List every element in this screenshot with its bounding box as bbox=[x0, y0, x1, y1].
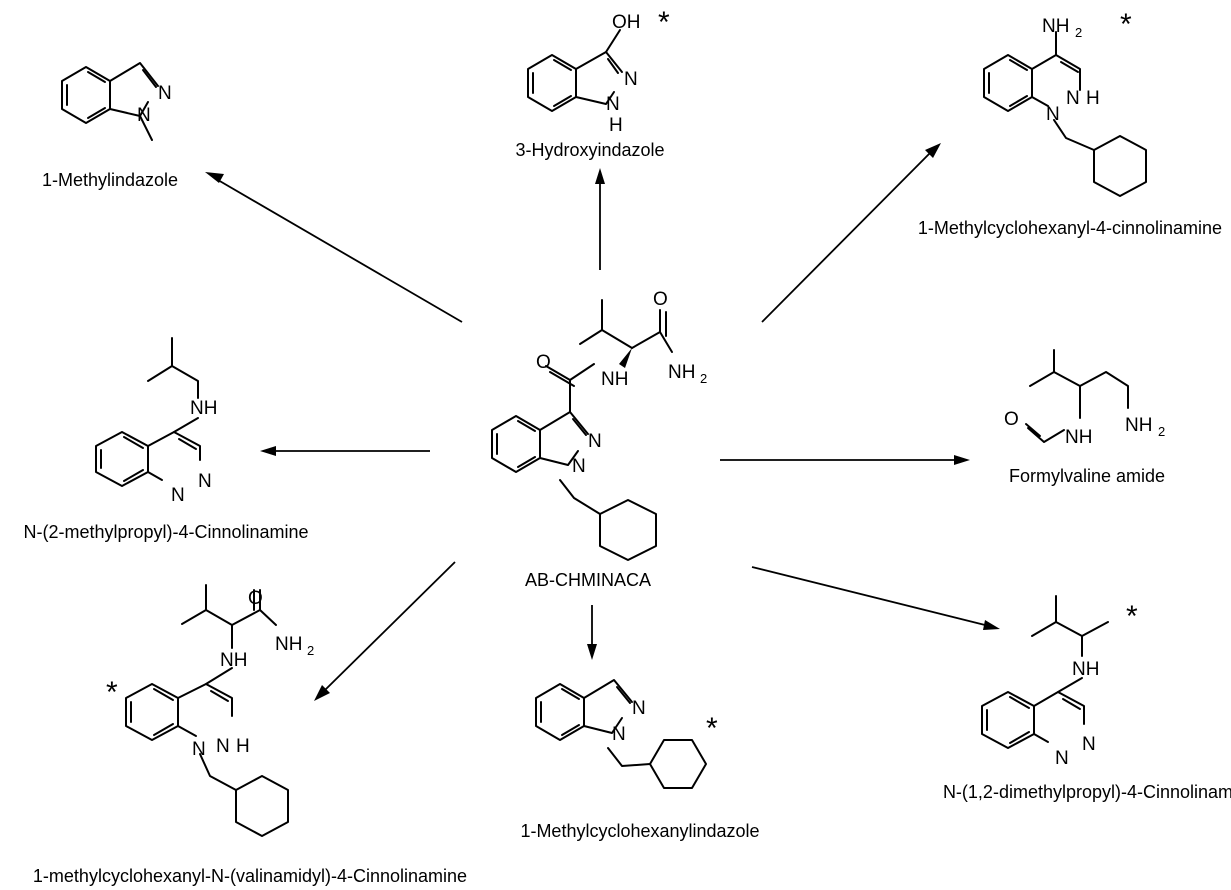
svg-text:N: N bbox=[588, 431, 602, 452]
marker-star: * bbox=[106, 676, 118, 709]
svg-text:N: N bbox=[1066, 88, 1080, 109]
svg-text:2: 2 bbox=[307, 643, 314, 658]
arrow-to-mch-cinnolinamine bbox=[761, 143, 941, 323]
svg-text:N: N bbox=[1082, 734, 1096, 755]
caption-mch-indazole: 1-Methylcyclohexanylindazole bbox=[520, 821, 759, 841]
svg-text:NH: NH bbox=[190, 398, 217, 419]
structure-methylpropyl-cinnolinamine: NH N N N-(2-methylpropyl)-4-Cinnolinamin… bbox=[23, 337, 309, 542]
caption-ab-chminaca: AB-CHMINACA bbox=[525, 570, 651, 590]
svg-text:N: N bbox=[171, 485, 185, 506]
structure-mch-indazole: N N * 1-Methylcyclohexanylindazole bbox=[520, 679, 760, 841]
svg-text:2: 2 bbox=[700, 371, 707, 386]
caption-3-hydroxyindazole: 3-Hydroxyindazole bbox=[515, 140, 664, 160]
svg-text:N: N bbox=[216, 736, 230, 757]
svg-text:O: O bbox=[536, 352, 551, 373]
svg-text:N: N bbox=[192, 739, 206, 760]
structure-ab-chminaca: O NH O NH 2 N N AB-CHMINACA bbox=[491, 289, 707, 590]
arrow-to-mch-indazole bbox=[587, 605, 597, 660]
svg-text:N: N bbox=[572, 456, 586, 477]
arrow-to-dimethylpropyl-cinnolinamine bbox=[751, 566, 1000, 630]
svg-text:N: N bbox=[606, 94, 620, 115]
svg-text:H: H bbox=[236, 736, 250, 757]
structure-dimethylpropyl-cinnolinamine: NH N N * N-(1,2-dimethylpropyl)-4-Cinnol… bbox=[943, 595, 1231, 802]
caption-dimethylpropyl-cinnolinamine: N-(1,2-dimethylpropyl)-4-Cinnolinamine bbox=[943, 782, 1231, 802]
svg-text:N: N bbox=[1055, 748, 1069, 769]
structure-mch-cinnolinamine: NH 2 N H N * 1-Methylcyclohexanyl-4-cinn… bbox=[918, 8, 1222, 238]
svg-text:N: N bbox=[624, 69, 638, 90]
svg-text:N: N bbox=[198, 471, 212, 492]
structure-valinamidyl-cinnolinamine: O NH 2 NH N H N * 1-methylcyclohexanyl-N… bbox=[33, 584, 467, 886]
caption-methylpropyl-cinnolinamine: N-(2-methylpropyl)-4-Cinnolinamine bbox=[23, 522, 308, 542]
svg-text:2: 2 bbox=[1075, 25, 1082, 40]
svg-text:NH: NH bbox=[220, 650, 247, 671]
svg-text:OH: OH bbox=[612, 12, 641, 33]
marker-star: * bbox=[658, 6, 670, 39]
svg-text:NH: NH bbox=[668, 362, 695, 383]
svg-text:H: H bbox=[1086, 88, 1100, 109]
caption-1-methylindazole: 1-Methylindazole bbox=[42, 170, 178, 190]
caption-formylvaline-amide: Formylvaline amide bbox=[1009, 466, 1165, 486]
svg-text:O: O bbox=[248, 588, 263, 609]
marker-star: * bbox=[1120, 8, 1132, 41]
arrow-to-hydroxyindazole bbox=[595, 168, 605, 270]
svg-text:NH: NH bbox=[1125, 415, 1152, 436]
marker-star: * bbox=[1126, 600, 1138, 633]
svg-text:N: N bbox=[158, 83, 172, 104]
marker-star: * bbox=[706, 712, 718, 745]
svg-text:H: H bbox=[609, 115, 623, 136]
svg-text:O: O bbox=[1004, 409, 1019, 430]
svg-text:NH: NH bbox=[1072, 659, 1099, 680]
svg-text:O: O bbox=[653, 289, 668, 310]
caption-mch-cinnolinamine: 1-Methylcyclohexanyl-4-cinnolinamine bbox=[918, 218, 1222, 238]
svg-text:NH: NH bbox=[275, 634, 302, 655]
svg-text:N: N bbox=[632, 698, 646, 719]
svg-text:N: N bbox=[612, 724, 626, 745]
structure-formylvaline-amide: O NH NH 2 Formylvaline amide bbox=[1004, 349, 1165, 486]
arrow-to-methylindazole bbox=[205, 172, 463, 323]
svg-text:NH: NH bbox=[601, 369, 628, 390]
reaction-arrows bbox=[205, 143, 1000, 701]
svg-text:NH: NH bbox=[1042, 16, 1069, 37]
svg-text:N: N bbox=[137, 105, 151, 126]
arrow-to-formylvaline-amide bbox=[720, 455, 970, 465]
arrow-to-valinamidyl-cinnolinamine bbox=[314, 561, 456, 701]
arrow-to-methylpropyl-cinnolinamine bbox=[260, 446, 430, 456]
structure-1-methylindazole: N N 1-Methylindazole bbox=[42, 62, 178, 190]
structure-3-hydroxyindazole: OH N N H * 3-Hydroxyindazole bbox=[515, 6, 670, 160]
svg-text:N: N bbox=[1046, 104, 1060, 125]
caption-valinamidyl-cinnolinamine: 1-methylcyclohexanyl-N-(valinamidyl)-4-C… bbox=[33, 866, 467, 886]
svg-text:2: 2 bbox=[1158, 424, 1165, 439]
svg-text:NH: NH bbox=[1065, 427, 1092, 448]
